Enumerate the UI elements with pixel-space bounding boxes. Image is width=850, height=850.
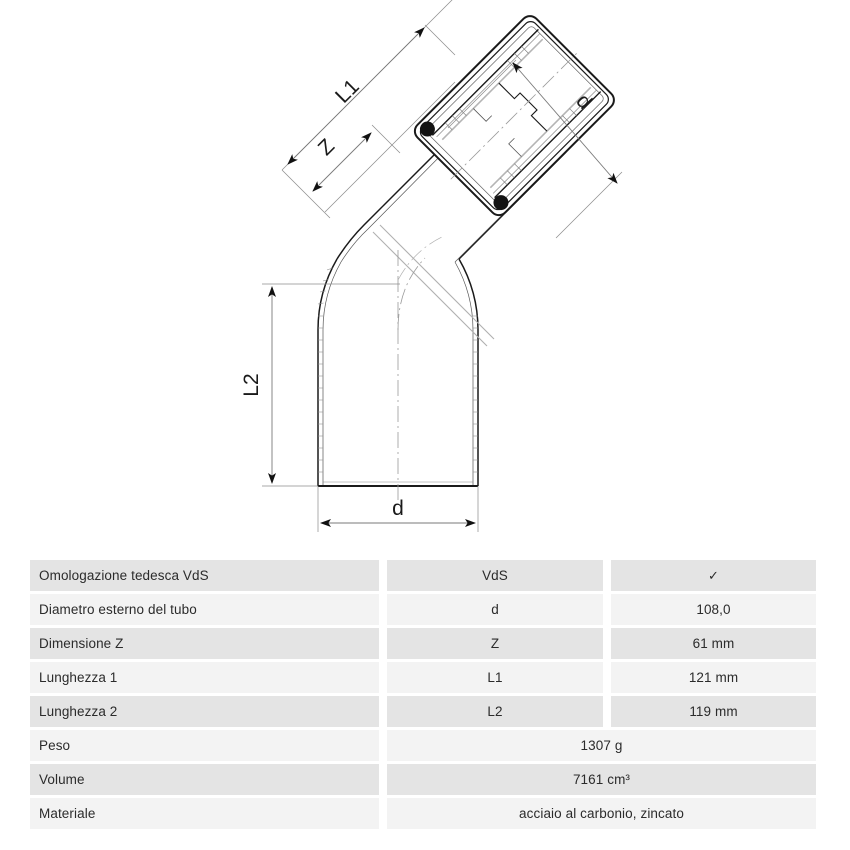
column-gap bbox=[379, 560, 387, 591]
dimension-label-l1: L1 bbox=[331, 75, 364, 108]
row-property-label: Lunghezza 2 bbox=[30, 696, 379, 727]
row-symbol: L2 bbox=[387, 696, 603, 727]
column-gap bbox=[379, 730, 387, 761]
fitting-body bbox=[317, 15, 615, 500]
dimension-label-z: Z bbox=[314, 135, 339, 160]
row-value: 61 mm bbox=[611, 628, 816, 659]
row-value-merged: 7161 cm³ bbox=[387, 764, 816, 795]
column-gap bbox=[379, 798, 387, 829]
column-gap bbox=[603, 628, 611, 659]
dimension-line-l1 bbox=[287, 27, 425, 165]
row-separator bbox=[30, 693, 816, 696]
row-separator bbox=[30, 659, 816, 662]
table-row: Volume 7161 cm³ bbox=[30, 764, 816, 795]
row-value-merged: 1307 g bbox=[387, 730, 816, 761]
column-gap bbox=[379, 764, 387, 795]
row-separator bbox=[30, 795, 816, 798]
row-property-label: Dimensione Z bbox=[30, 628, 379, 659]
dimension-label-l2: L2 bbox=[240, 373, 263, 396]
row-property-label: Lunghezza 1 bbox=[30, 662, 379, 693]
elbow-drawing-svg: L1 Z d L2 bbox=[240, 0, 623, 532]
column-gap bbox=[603, 696, 611, 727]
row-separator bbox=[30, 727, 816, 730]
table-row: Omologazione tedesca VdS VdS ✓ bbox=[30, 560, 816, 591]
column-gap bbox=[379, 628, 387, 659]
row-property-label: Volume bbox=[30, 764, 379, 795]
table-row: Lunghezza 2 L2 119 mm bbox=[30, 696, 816, 727]
row-symbol: L1 bbox=[387, 662, 603, 693]
table-row: Peso 1307 g bbox=[30, 730, 816, 761]
table-row: Diametro esterno del tubo d 108,0 bbox=[30, 594, 816, 625]
column-gap bbox=[379, 696, 387, 727]
row-separator bbox=[30, 591, 816, 594]
row-property-label: Materiale bbox=[30, 798, 379, 829]
row-property-label: Omologazione tedesca VdS bbox=[30, 560, 379, 591]
row-value: 108,0 bbox=[611, 594, 816, 625]
dimension-label-d-bottom: d bbox=[392, 497, 404, 520]
row-symbol: d bbox=[387, 594, 603, 625]
row-symbol: VdS bbox=[387, 560, 603, 591]
row-value: 121 mm bbox=[611, 662, 816, 693]
row-value-merged: acciaio al carbonio, zincato bbox=[387, 798, 816, 829]
dimension-line-z bbox=[312, 132, 372, 192]
technical-drawing: L1 Z d L2 bbox=[240, 0, 623, 532]
column-gap bbox=[379, 662, 387, 693]
table-row: Lunghezza 1 L1 121 mm bbox=[30, 662, 816, 693]
dimension-line-d-top bbox=[512, 62, 618, 184]
column-gap bbox=[603, 594, 611, 625]
row-separator bbox=[30, 761, 816, 764]
row-symbol: Z bbox=[387, 628, 603, 659]
column-gap bbox=[603, 560, 611, 591]
row-value: ✓ bbox=[611, 560, 816, 591]
row-value: 119 mm bbox=[611, 696, 816, 727]
row-property-label: Peso bbox=[30, 730, 379, 761]
row-property-label: Diametro esterno del tubo bbox=[30, 594, 379, 625]
table-row: Materiale acciaio al carbonio, zincato bbox=[30, 798, 816, 829]
column-gap bbox=[379, 594, 387, 625]
table-row: Dimensione Z Z 61 mm bbox=[30, 628, 816, 659]
column-gap bbox=[603, 662, 611, 693]
row-separator bbox=[30, 625, 816, 628]
